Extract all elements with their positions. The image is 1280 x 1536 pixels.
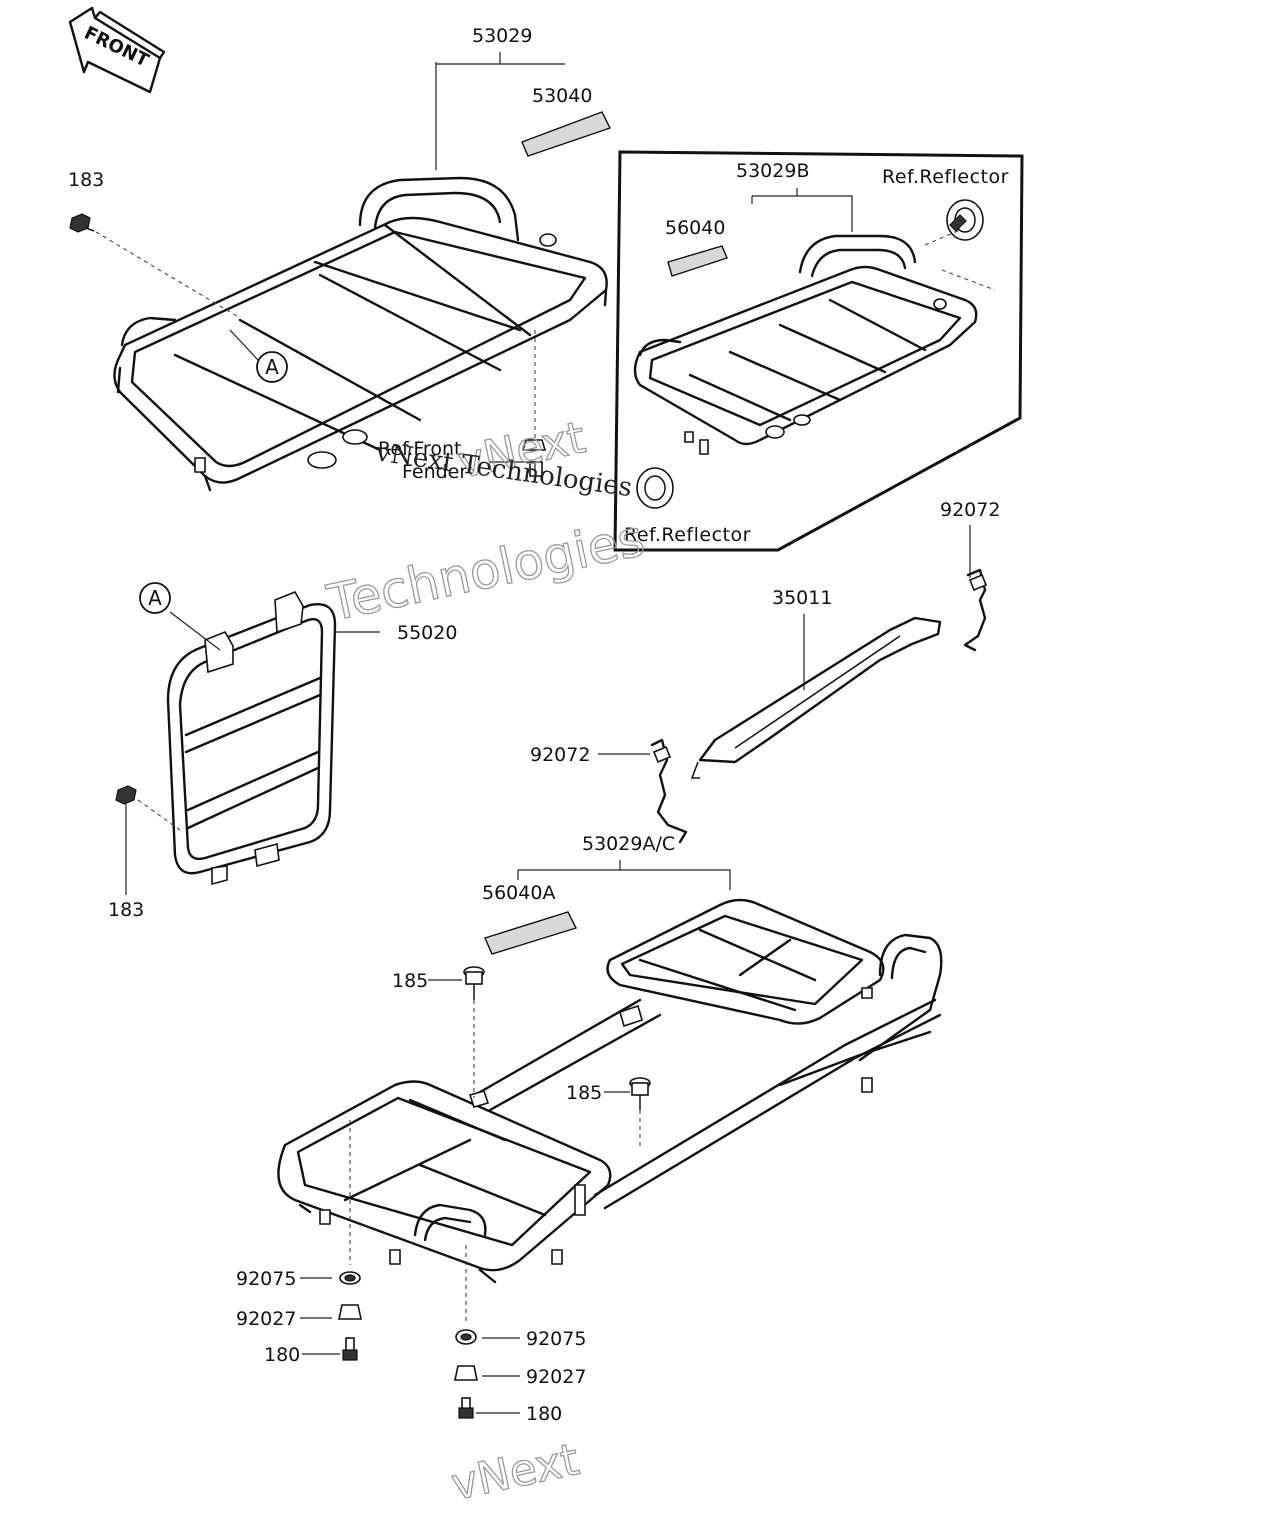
label-53029AC: 53029A/C: [582, 833, 675, 855]
front-arrow-badge: FRONT: [68, 6, 166, 94]
marker-a-top: A: [256, 351, 288, 383]
label-55020: 55020: [397, 622, 457, 644]
bracket-92072-right-icon: [963, 568, 988, 652]
label-92072-right: 92072: [940, 499, 1000, 521]
label-180-left: 180: [264, 1344, 300, 1366]
grommet-under-carrier-icon: [521, 439, 547, 477]
bolt-185-left-icon: [463, 966, 485, 1000]
label-185-left: 185: [392, 970, 428, 992]
svg-text:A: A: [265, 355, 279, 379]
label-92075-left: 92075: [236, 1268, 296, 1290]
bolt-183-top-icon: [69, 213, 95, 233]
label-92072-left: 92072: [530, 744, 590, 766]
brace-35011: [690, 616, 942, 779]
label-183-top: 183: [68, 169, 104, 191]
label-92075-right: 92075: [526, 1328, 586, 1350]
marker-a-bottom: A: [139, 582, 171, 614]
guard-55020: [166, 590, 337, 886]
watermark-bottom: vNext: [447, 1434, 583, 1511]
bolt-180-left-icon: [342, 1337, 358, 1361]
reflector-top-icon: [946, 199, 984, 241]
label-53029B: 53029B: [736, 160, 809, 182]
grommet-92027-left-icon: [338, 1304, 362, 1320]
grommet-92027-right-icon: [454, 1365, 478, 1381]
label-56040: 56040: [665, 217, 725, 239]
label-185-right: 185: [566, 1082, 602, 1104]
decal-56040: [667, 245, 728, 277]
watermark: vNext vNext Technologies Technologies vN…: [321, 411, 650, 1511]
collar-92075-left-icon: [339, 1271, 361, 1285]
label-56040A: 56040A: [482, 882, 555, 904]
label-ref-front-fender-2: Fender: [402, 461, 467, 483]
bolt-183-bottom-icon: [115, 785, 137, 805]
label-ref-reflector-bottom: Ref.Reflector: [624, 524, 751, 546]
label-ref-front-fender-1: Ref.Front: [378, 438, 461, 460]
svg-text:A: A: [148, 586, 162, 610]
variant-box-border: [613, 150, 1024, 552]
label-180-right: 180: [526, 1403, 562, 1425]
label-53040: 53040: [532, 85, 592, 107]
collar-92075-right-icon: [455, 1329, 477, 1345]
bracket-92072-left-icon: [650, 738, 688, 844]
bolt-185-right-icon: [629, 1077, 651, 1110]
carrier-53029AC: [277, 898, 943, 1284]
label-53029: 53029: [472, 25, 532, 47]
label-ref-reflector-top: Ref.Reflector: [882, 166, 1009, 188]
label-92027-left: 92027: [236, 1308, 296, 1330]
bolt-180-right-icon: [458, 1397, 474, 1419]
reflector-bottom-icon: [636, 467, 674, 509]
rear-carrier-53029: [69, 176, 608, 492]
label-92027-right: 92027: [526, 1366, 586, 1388]
watermark-line3: Technologies: [322, 509, 649, 633]
decal-53040: [521, 111, 611, 157]
decal-56040A: [484, 911, 577, 955]
rear-carrier-53029B: [633, 234, 978, 455]
label-35011: 35011: [772, 587, 832, 609]
label-183-bottom: 183: [108, 899, 144, 921]
